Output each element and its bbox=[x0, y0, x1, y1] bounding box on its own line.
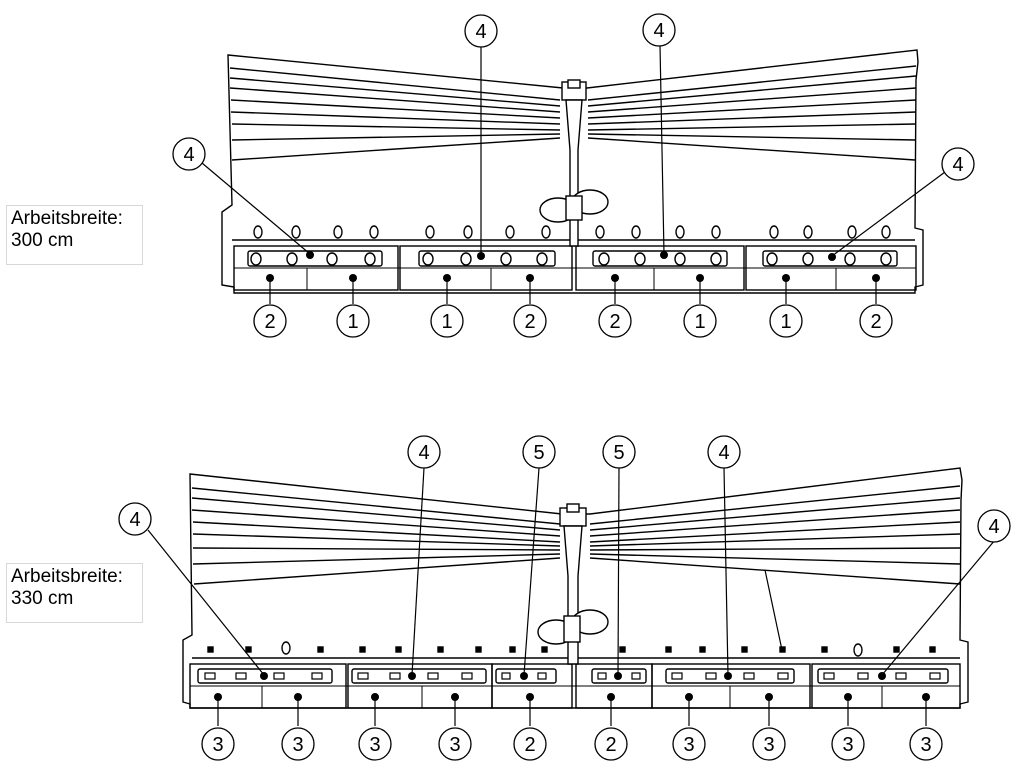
callout-label: 3 bbox=[212, 734, 223, 756]
callout-label: 4 bbox=[988, 516, 999, 538]
callout-label: 4 bbox=[653, 20, 664, 42]
callout-label: 3 bbox=[449, 734, 460, 756]
callout-label: 1 bbox=[780, 311, 791, 333]
working-width-label-300: Arbeitsbreite: 300 cm bbox=[6, 205, 143, 265]
working-width-label-330: Arbeitsbreite: 330 cm bbox=[6, 563, 143, 623]
callout-label: 2 bbox=[870, 311, 881, 333]
blade-300cm bbox=[221, 49, 924, 294]
callout-label: 4 bbox=[418, 442, 429, 464]
callout-label: 1 bbox=[694, 311, 705, 333]
working-width-title: Arbeitsbreite: bbox=[11, 208, 123, 229]
callout-label: 3 bbox=[920, 734, 931, 756]
callout-label: 4 bbox=[183, 144, 194, 166]
callout-label: 4 bbox=[718, 442, 729, 464]
callout-label: 1 bbox=[441, 311, 452, 333]
callout-label: 4 bbox=[475, 21, 486, 43]
callout-label: 5 bbox=[533, 442, 544, 464]
callout-label: 3 bbox=[292, 734, 303, 756]
callout-label: 3 bbox=[369, 734, 380, 756]
callouts-top: 4 4 4 4 2 1 1 2 2 1 1 2 bbox=[172, 13, 975, 338]
callout-label: 4 bbox=[129, 509, 140, 531]
callout-label: 2 bbox=[524, 311, 535, 333]
callout-label: 2 bbox=[605, 734, 616, 756]
blade-330cm bbox=[182, 467, 969, 709]
callout-label: 1 bbox=[347, 311, 358, 333]
working-width-value: 330 cm bbox=[11, 588, 74, 609]
callout-label: 2 bbox=[264, 311, 275, 333]
callouts-bottom: 4 4 5 5 4 4 3 3 3 3 2 2 3 3 3 3 bbox=[118, 435, 1011, 761]
callout-label: 4 bbox=[952, 154, 963, 176]
callout-label: 2 bbox=[609, 311, 620, 333]
callout-label: 3 bbox=[683, 734, 694, 756]
working-width-value: 300 cm bbox=[11, 230, 74, 251]
working-width-title: Arbeitsbreite: bbox=[11, 566, 123, 587]
callout-label: 3 bbox=[763, 734, 774, 756]
callout-label: 3 bbox=[842, 734, 853, 756]
callout-label: 2 bbox=[524, 734, 535, 756]
callout-label: 5 bbox=[613, 442, 624, 464]
